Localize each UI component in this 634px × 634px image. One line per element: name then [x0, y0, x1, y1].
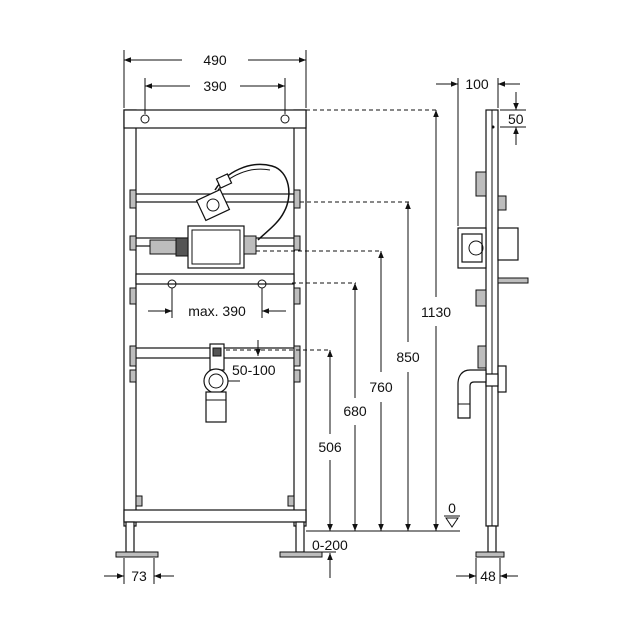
bracket [129, 345, 137, 367]
rail-height-680-label: 680 [343, 403, 367, 419]
side-valve-port [468, 240, 484, 256]
floor-level-triangle [445, 517, 459, 528]
bracket [129, 369, 137, 383]
side-drain-connector [485, 373, 499, 387]
left-foot-leg [125, 521, 135, 553]
clamp-crossbar [135, 273, 295, 285]
rail-height-760-label: 760 [369, 379, 393, 395]
front-dimensions: 490 390 max. 390 50-100 1130 850 [104, 50, 460, 584]
top-marker [491, 125, 495, 129]
bracket [293, 287, 301, 305]
mount-spacing-label: 390 [203, 78, 227, 94]
supply-hose [214, 163, 290, 241]
mount-hole-right [280, 114, 290, 124]
side-valve-inner [461, 233, 483, 263]
front-view [115, 109, 323, 558]
depth-label: 100 [465, 76, 489, 92]
bracket [129, 235, 137, 251]
drain-elbow [203, 368, 229, 394]
top-offset-label: 50 [508, 111, 524, 127]
right-foot-plate [279, 551, 323, 558]
control-box [187, 225, 245, 269]
valve-nut [215, 173, 233, 189]
box-connector-right [243, 235, 257, 255]
clamp-spacing-label: max. 390 [188, 303, 246, 319]
bracket [293, 345, 301, 367]
bracket [293, 189, 301, 209]
control-box-lid [191, 229, 241, 265]
bracket [287, 495, 295, 507]
cable-sleeve [149, 239, 177, 255]
bracket [129, 287, 137, 305]
side-control-box [497, 227, 519, 261]
drain-height-label: 506 [318, 439, 342, 455]
drain-elbow-inner [208, 373, 224, 389]
side-dimensions: 100 50 0 48 [436, 76, 526, 584]
right-foot-leg [295, 521, 305, 553]
total-height-label: 1130 [421, 304, 451, 320]
box-connector-left [175, 237, 189, 257]
bottom-rail [123, 509, 307, 523]
valve-height-label: 850 [396, 349, 420, 365]
bracket [293, 235, 301, 251]
side-clamp [475, 289, 487, 307]
drain-clip [212, 347, 222, 357]
drain-adjust-label: 50-100 [232, 362, 276, 378]
left-foot-plate [115, 551, 159, 558]
bracket [129, 189, 137, 209]
side-clamp [497, 195, 507, 211]
foot-width-label: 73 [131, 568, 147, 584]
bracket [135, 495, 143, 507]
total-width-label: 490 [203, 52, 227, 68]
side-drain-clamp [477, 345, 487, 369]
side-view [457, 109, 529, 558]
side-drain-trap [457, 369, 487, 419]
side-foot-depth-label: 48 [480, 568, 496, 584]
top-rail [123, 109, 307, 129]
angle-valve [195, 188, 231, 222]
foot-extension-label: 0-200 [312, 537, 348, 553]
side-drain-flange [497, 365, 507, 393]
side-clamp [475, 171, 487, 197]
floor-level-label: 0 [448, 500, 456, 516]
drain-outlet-pipe [205, 391, 227, 423]
side-pipe-stub [497, 277, 529, 284]
valve-outlet [206, 198, 220, 212]
bracket [293, 369, 301, 383]
side-foot-plate [475, 551, 505, 558]
mount-hole-left [140, 114, 150, 124]
right-upright [293, 109, 307, 527]
side-foot-leg [487, 525, 497, 553]
left-upright [123, 109, 137, 527]
